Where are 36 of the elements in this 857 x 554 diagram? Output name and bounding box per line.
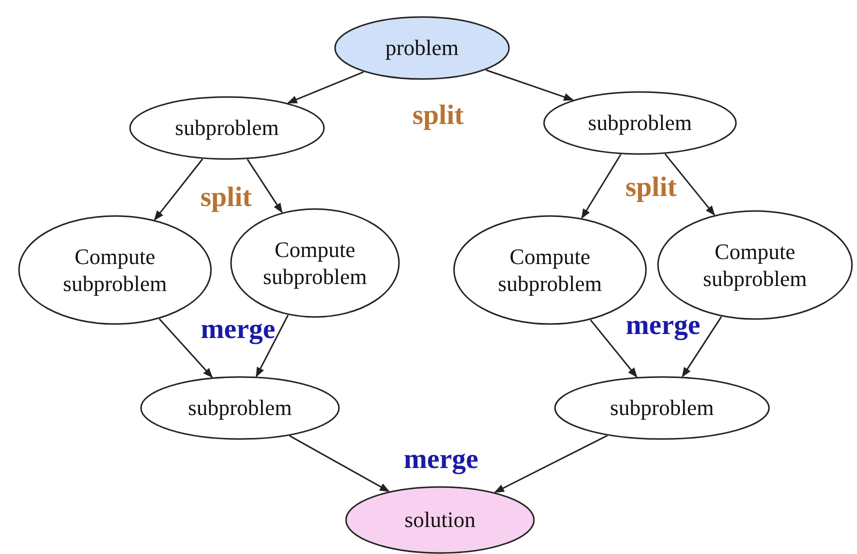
node-label: Compute subproblem (262, 236, 368, 290)
ellipse-node (334, 16, 510, 80)
node-label: subproblem (588, 109, 692, 137)
arrow (289, 435, 390, 492)
arrow (590, 320, 638, 378)
step-label: split (625, 172, 677, 204)
ellipse-node (543, 91, 737, 155)
arrow (246, 158, 283, 214)
arrow (664, 153, 716, 216)
ellipse-node (18, 215, 212, 325)
arrow (256, 314, 289, 378)
ellipse-node (345, 486, 535, 554)
step-label: merge (200, 314, 276, 346)
node-label: Compute subproblem (702, 238, 808, 292)
arrow (494, 434, 608, 493)
node-label: problem (385, 34, 459, 62)
ellipse-node (129, 96, 325, 160)
arrow (287, 71, 364, 104)
node-label: subproblem (175, 114, 279, 142)
ellipse-node (657, 210, 853, 320)
arrow (682, 316, 722, 378)
arrow (581, 154, 622, 219)
node-label: Compute subproblem (62, 242, 168, 298)
arrow (486, 69, 574, 101)
node-label: subproblem (610, 394, 714, 422)
node-label: solution (404, 506, 476, 534)
arrow (158, 318, 213, 378)
ellipse-node (140, 376, 340, 440)
step-label: split (412, 100, 464, 132)
step-label: split (200, 182, 252, 214)
arrow (154, 158, 204, 221)
step-label: merge (404, 444, 478, 476)
node-label: subproblem (188, 394, 292, 422)
step-label: merge (626, 310, 700, 342)
node-label: Compute subproblem (497, 242, 603, 298)
ellipse-node (554, 376, 770, 440)
